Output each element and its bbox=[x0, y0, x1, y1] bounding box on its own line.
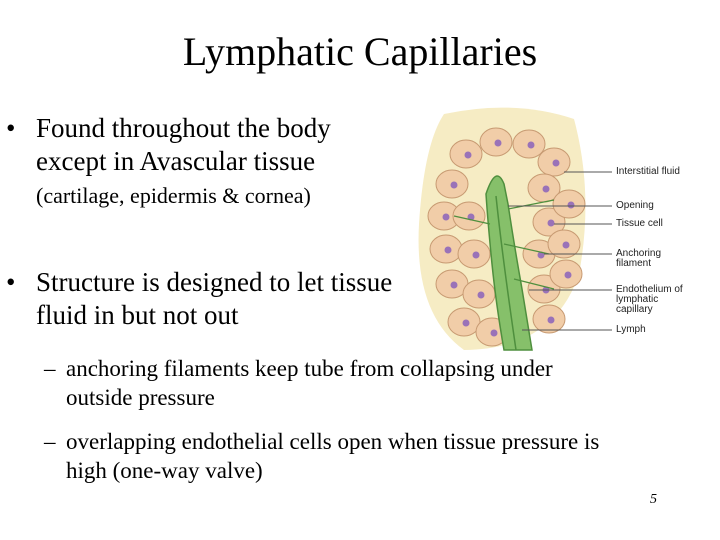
callout-interstitial-fluid: Interstitial fluid bbox=[616, 166, 680, 177]
bullet-text-small: (cartilage, epidermis & cornea) bbox=[36, 183, 311, 208]
cell-nucleus bbox=[567, 201, 575, 209]
cell-nucleus bbox=[547, 316, 555, 324]
cell-nucleus bbox=[537, 251, 545, 259]
callout-tissue-cell: Tissue cell bbox=[616, 218, 663, 229]
cell-nucleus bbox=[462, 319, 470, 327]
bullet-text: Found throughout the body except in Avas… bbox=[36, 112, 406, 212]
cell-nucleus bbox=[564, 271, 572, 279]
sub-bullet-text: anchoring filaments keep tube from colla… bbox=[66, 356, 553, 410]
tissue-cells bbox=[427, 127, 586, 347]
cell-nucleus bbox=[542, 185, 550, 193]
cell-nucleus bbox=[547, 219, 555, 227]
cell-nucleus bbox=[450, 181, 458, 189]
sub-bullet-text: overlapping endothelial cells open when … bbox=[66, 429, 600, 483]
callout-endothelium: Endothelium of lymphatic capillary bbox=[616, 284, 683, 315]
bullet-marker: • bbox=[6, 267, 16, 297]
sub-bullet-marker: – bbox=[44, 356, 56, 381]
capillary-edge-line bbox=[495, 195, 517, 351]
cell-nucleus bbox=[464, 151, 472, 159]
cell-nucleus bbox=[477, 291, 485, 299]
callout-lymph: Lymph bbox=[616, 324, 646, 335]
cell-nucleus bbox=[467, 213, 475, 221]
capillary-illustration bbox=[418, 107, 612, 351]
lymphatic-capillary bbox=[485, 175, 533, 351]
page-number: 5 bbox=[650, 492, 657, 507]
cell-nucleus bbox=[552, 159, 560, 167]
bullet-marker: • bbox=[6, 113, 16, 143]
sub-bullet-overlapping: – overlapping endothelial cells open whe… bbox=[44, 427, 634, 485]
bullet-text-main: Found throughout the body except in Avas… bbox=[36, 113, 331, 176]
cell-nucleus bbox=[562, 241, 570, 249]
sub-bullet-anchoring: – anchoring filaments keep tube from col… bbox=[44, 354, 604, 412]
callout-leader-lines bbox=[508, 171, 612, 331]
cell-nucleus bbox=[494, 139, 502, 147]
cell-nucleus bbox=[444, 246, 452, 254]
anchoring-filament bbox=[453, 199, 555, 290]
bullet-structure: • Structure is designed to let tissue fl… bbox=[6, 266, 406, 332]
cell-nucleus bbox=[442, 213, 450, 221]
cell-nucleus bbox=[490, 329, 498, 337]
cell-nucleus bbox=[527, 141, 535, 149]
cell-nucleus bbox=[450, 281, 458, 289]
callout-anchoring-filament: Anchoring filament bbox=[616, 248, 662, 269]
callout-opening: Opening bbox=[616, 200, 654, 211]
sub-bullet-marker: – bbox=[44, 429, 56, 454]
bullet-text: Structure is designed to let tissue flui… bbox=[36, 267, 393, 330]
cell-nucleus bbox=[472, 251, 480, 259]
slide-title: Lymphatic Capillaries bbox=[182, 29, 538, 74]
lymphatic-capillary-figure: Interstitial fluid Opening Tissue cell A… bbox=[404, 104, 720, 354]
bullet-avascular: • Found throughout the body except in Av… bbox=[6, 112, 406, 212]
